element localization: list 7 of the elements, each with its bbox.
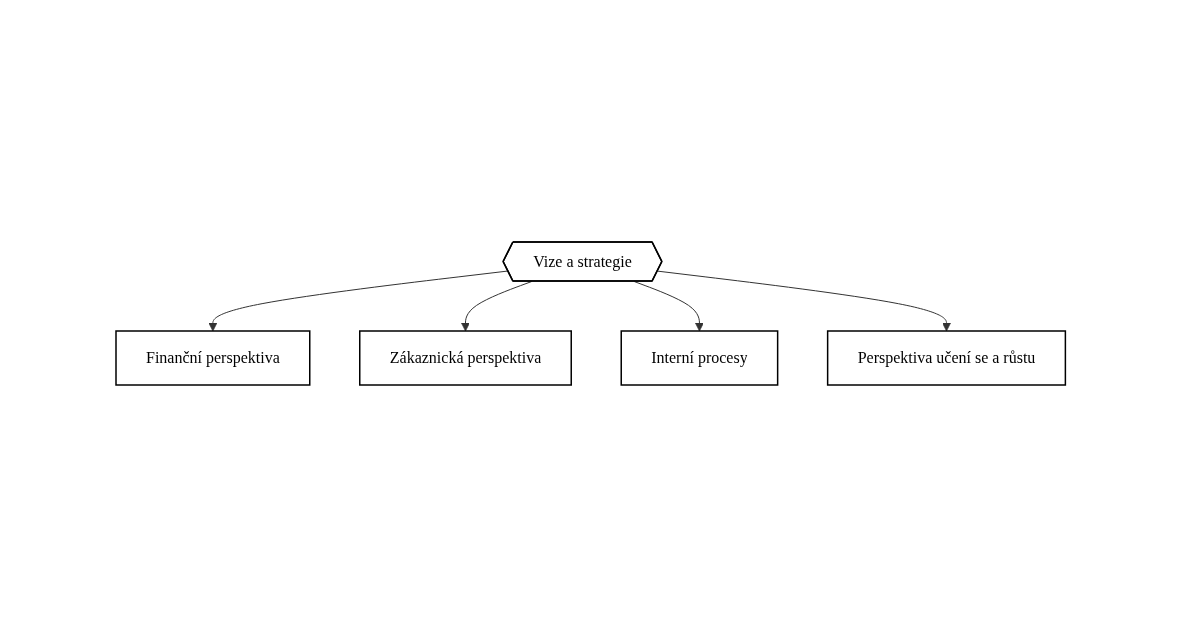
node-box: Perspektiva učení se a růstu [827,330,1067,386]
node-box: Zákaznická perspektiva [359,330,573,386]
arrow [208,270,509,332]
arrow [657,270,952,332]
node-box: Finanční perspektiva [115,330,311,386]
node-box: Interní procesy [620,330,779,386]
arrow [634,281,705,332]
